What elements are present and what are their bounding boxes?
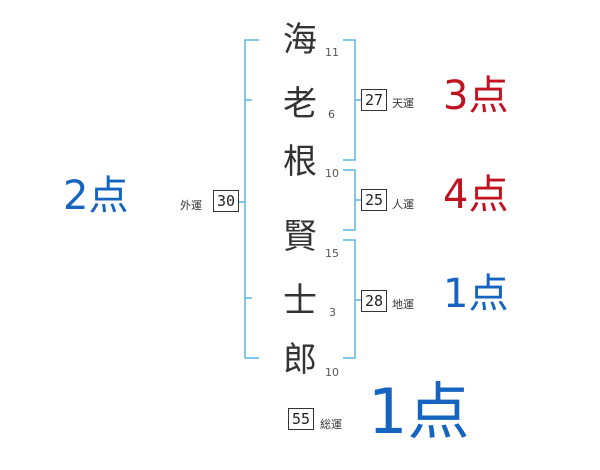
name-char-3: 根 <box>283 142 317 182</box>
souun-value-box: 55 <box>288 408 314 430</box>
name-char-5: 士 <box>283 281 317 321</box>
tenun-value-box: 27 <box>361 89 387 111</box>
jinun-label: 人運 <box>392 198 414 211</box>
name-char-4: 賢 <box>283 217 317 257</box>
chiun-score: 1点 <box>443 271 509 317</box>
name-char-2: 老 <box>283 84 317 124</box>
jinun-bracket <box>343 169 356 231</box>
jinun-value-box: 25 <box>361 189 387 211</box>
stroke-count-3: 10 <box>325 167 339 180</box>
name-char-1: 海 <box>283 20 317 60</box>
tenun-bracket <box>343 39 356 161</box>
gaiun-score: 2点 <box>63 173 129 219</box>
tenun-label: 天運 <box>392 97 414 110</box>
stroke-count-4: 15 <box>325 247 339 260</box>
stroke-count-1: 11 <box>325 46 339 59</box>
stroke-count-6: 10 <box>325 366 339 379</box>
tenun-score: 3点 <box>443 73 509 119</box>
chiun-value-box: 28 <box>361 290 387 312</box>
left-bracket <box>244 39 259 359</box>
stroke-count-2: 6 <box>328 108 335 121</box>
name-char-6: 郎 <box>283 340 317 380</box>
gaiun-label: 外運 <box>180 199 202 212</box>
stroke-count-5: 3 <box>329 306 336 319</box>
chiun-bracket <box>343 239 356 359</box>
souun-score: 1点 <box>368 375 470 448</box>
chiun-label: 地運 <box>392 298 414 311</box>
gaiun-value-box: 30 <box>213 190 239 212</box>
souun-label: 総運 <box>320 418 342 431</box>
jinun-score: 4点 <box>443 172 509 218</box>
